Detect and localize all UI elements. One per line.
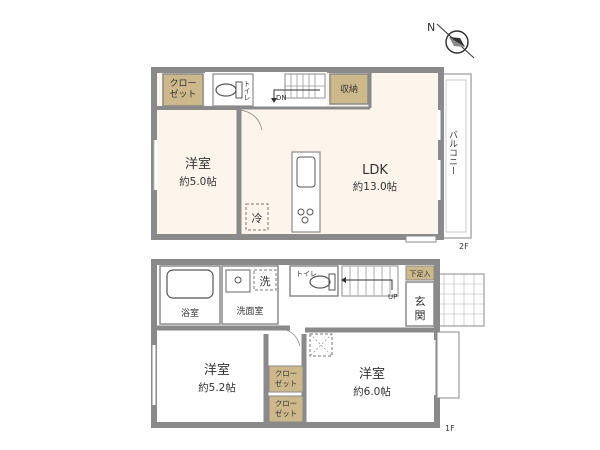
second-floor: バルコニー クロー 収納 トイレ DN bbox=[151, 67, 472, 251]
porch bbox=[433, 273, 485, 327]
kitchen-counter bbox=[291, 151, 321, 233]
bedroom-left-area: 約5.2帖 bbox=[198, 381, 236, 394]
wash-label: 洗 bbox=[260, 275, 271, 288]
closet-2f-label: クロー bbox=[169, 78, 196, 89]
entrance bbox=[405, 281, 435, 327]
closet-1f-a-label-2: ゼット bbox=[275, 378, 298, 388]
stairs-1f: UP bbox=[341, 265, 399, 301]
ldk-name: LDK bbox=[362, 163, 388, 178]
bedroom-2f-name: 洋室 bbox=[185, 156, 211, 172]
fridge bbox=[245, 203, 269, 231]
entrance-label-1: 玄 bbox=[415, 294, 426, 308]
stairs-2f-dn-label: DN bbox=[276, 94, 287, 102]
washroom-label: 洗面室 bbox=[236, 305, 263, 317]
closet-1f-a-label-1: クロー bbox=[275, 369, 298, 378]
compass-icon: N bbox=[427, 21, 475, 59]
closet-1f-a bbox=[268, 365, 304, 393]
bathtub-icon bbox=[166, 269, 214, 299]
storage bbox=[329, 73, 369, 105]
shoe-box-label: 下足入 bbox=[410, 270, 431, 278]
ldk-area: 約13.0帖 bbox=[353, 180, 398, 193]
bath-label: 浴室 bbox=[181, 307, 199, 319]
bedroom-2f bbox=[160, 111, 236, 234]
closet-1f-b bbox=[268, 395, 304, 423]
door-swing bbox=[238, 109, 263, 131]
bedroom-right-area: 約6.0帖 bbox=[353, 385, 391, 398]
floor2-label: 2F bbox=[459, 242, 469, 251]
bath-room bbox=[159, 265, 221, 325]
toilet-2f-label: トイレ bbox=[243, 80, 251, 101]
stairs-1f-up-label: UP bbox=[388, 293, 397, 301]
first-floor: 浴室 洗 洗面室 トイレ UP 下足入 玄 関 bbox=[151, 259, 485, 433]
bedroom-2f-area: 約5.0帖 bbox=[179, 175, 217, 188]
floor1-label: 1F bbox=[445, 424, 455, 433]
bedroom-right-name: 洋室 bbox=[359, 366, 385, 382]
entrance-label-2: 関 bbox=[415, 309, 426, 322]
balcony-label: バルコニー bbox=[447, 130, 458, 175]
fridge-label: 冷 bbox=[252, 212, 263, 225]
compass-north-label: N bbox=[427, 21, 435, 34]
storage-label: 収納 bbox=[340, 83, 358, 95]
toilet-1f-icon bbox=[309, 275, 331, 289]
closet-1f-b-label-2: ゼット bbox=[275, 408, 298, 418]
toilet-1f-label: トイレ bbox=[296, 270, 317, 278]
shoe-box bbox=[405, 265, 435, 281]
washing-machine bbox=[253, 269, 277, 291]
sink-icon bbox=[296, 156, 316, 188]
wash-basin-icon bbox=[225, 269, 251, 293]
stair-down-arrow-icon bbox=[271, 98, 277, 103]
attic-hatch bbox=[309, 333, 333, 357]
closet-2f-label-2: ゼット bbox=[169, 88, 196, 100]
stove-icon bbox=[297, 208, 305, 216]
stairs-2f: DN bbox=[271, 73, 326, 103]
stair-up-arrow-icon bbox=[341, 277, 346, 283]
bedroom-left-name: 洋室 bbox=[204, 362, 230, 378]
closet-1f-b-label-1: クロー bbox=[275, 399, 298, 408]
